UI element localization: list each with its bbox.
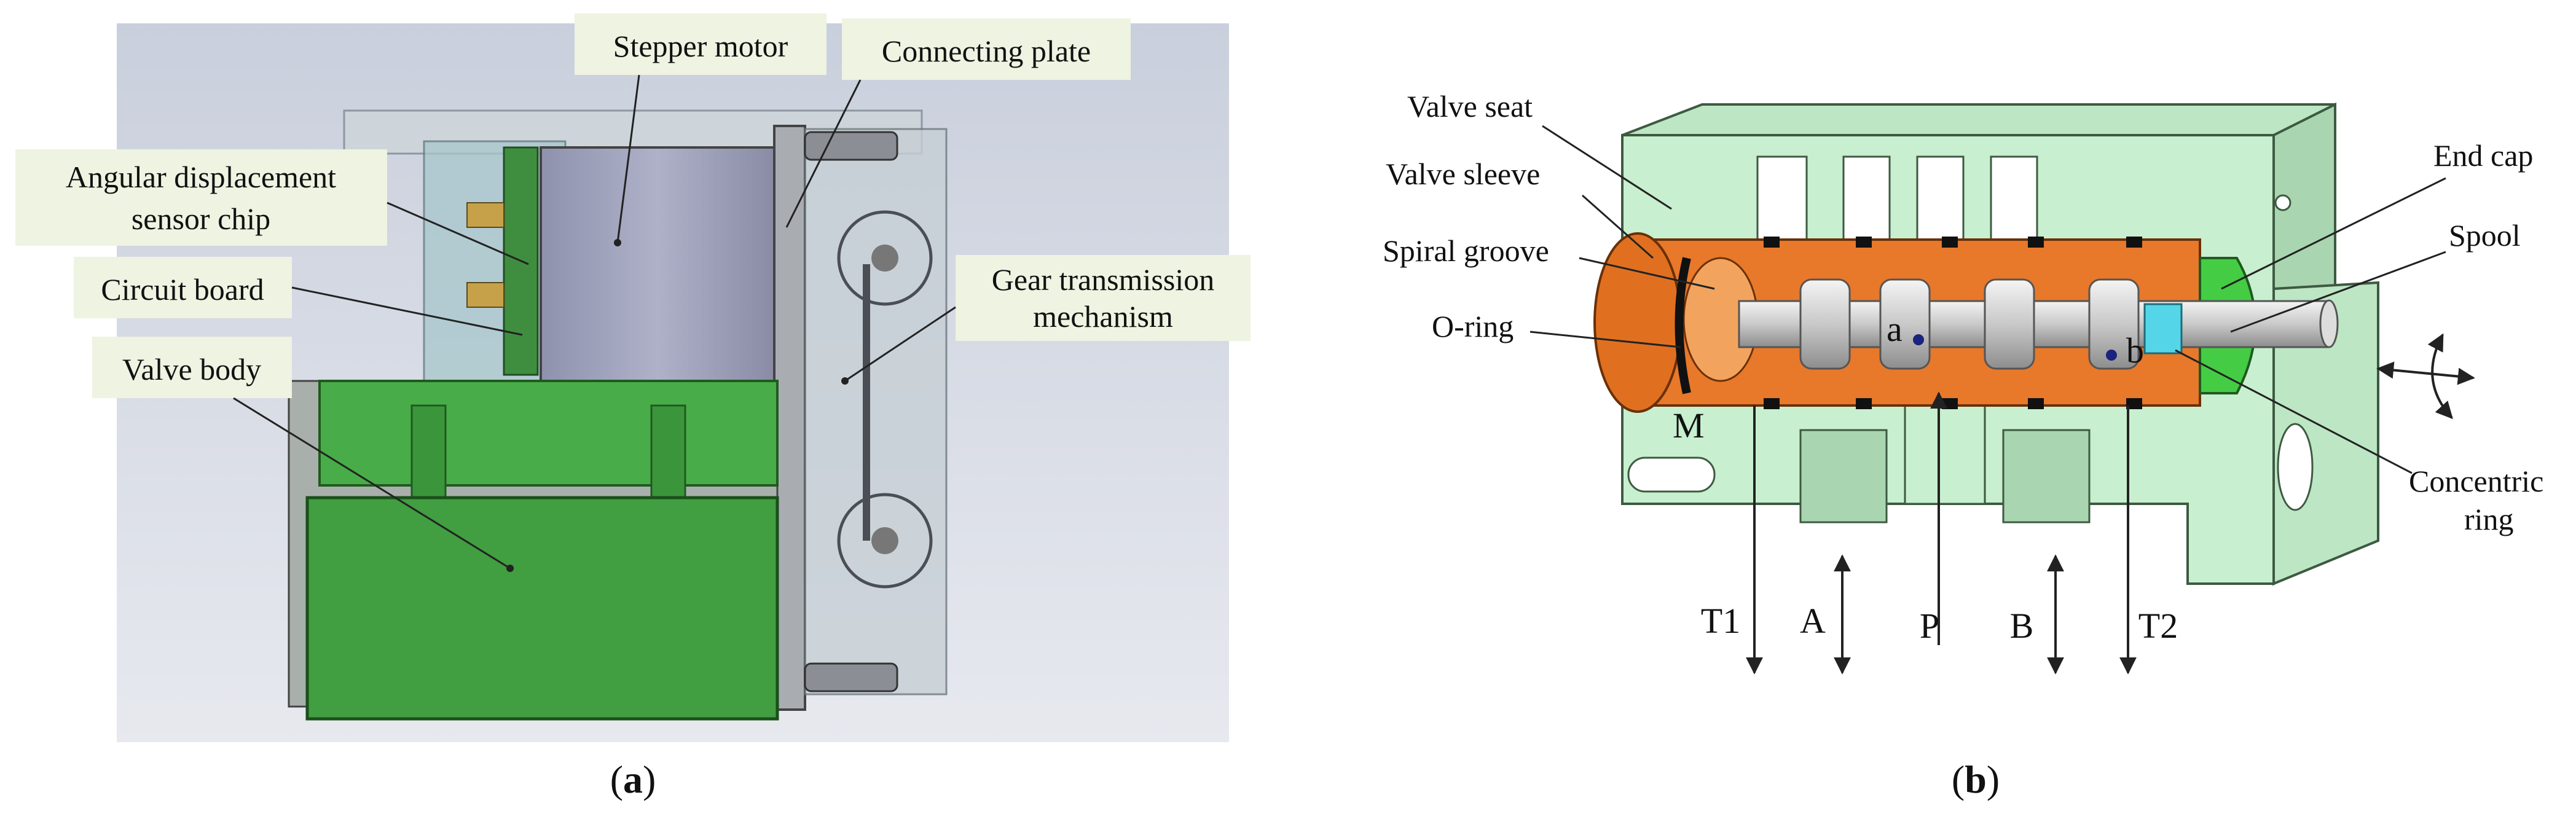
valve-sleeve-end bbox=[1593, 232, 1682, 413]
valve-seat-hole-2 bbox=[2277, 423, 2314, 511]
seat-window-3 bbox=[1916, 155, 1965, 244]
rotation-arrow bbox=[2427, 333, 2453, 420]
screw-top bbox=[804, 131, 898, 161]
gear-housing bbox=[804, 128, 948, 696]
label-circuit-board: Circuit board bbox=[74, 257, 292, 318]
channel-a bbox=[1799, 429, 1888, 523]
leader-gear-transmission bbox=[844, 306, 956, 382]
valve-seat-hole bbox=[2274, 194, 2291, 211]
point-b-label: b bbox=[2126, 331, 2144, 370]
gear-bottom-hub bbox=[871, 527, 898, 554]
o-ring-front bbox=[1675, 257, 1691, 394]
o-ring-7 bbox=[1856, 398, 1872, 409]
label-gear-line2: mechanism bbox=[1033, 299, 1173, 334]
port-label-a: A bbox=[1800, 601, 1826, 641]
label-spool: Spool bbox=[2449, 218, 2521, 253]
leader-connecting-plate bbox=[785, 79, 862, 228]
caption-a: (a) bbox=[610, 758, 656, 801]
leader-o-ring bbox=[1530, 331, 1681, 348]
concentric-ring-part bbox=[2143, 303, 2183, 355]
label-spiral-groove: Spiral groove bbox=[1383, 233, 1549, 268]
valve-body-part bbox=[305, 496, 779, 721]
o-ring-4 bbox=[2028, 237, 2044, 248]
gear-top bbox=[837, 210, 933, 306]
leader-circuit-board bbox=[291, 286, 523, 336]
label-o-ring: O-ring bbox=[1432, 309, 1514, 343]
valve-body-groove-2 bbox=[650, 404, 686, 505]
spool-land-3 bbox=[1984, 278, 2035, 370]
caption-b-letter: b bbox=[1965, 758, 1987, 801]
o-ring-9 bbox=[2028, 398, 2044, 409]
point-a-label: a bbox=[1887, 309, 1903, 349]
panel-a: Stepper motor Connecting plate Angular d… bbox=[15, 14, 1251, 801]
leader-concentric-ring bbox=[2175, 349, 2413, 474]
valve-body-top bbox=[318, 380, 779, 487]
point-b-marker bbox=[2106, 350, 2117, 361]
valve-body-groove-1 bbox=[410, 404, 447, 505]
stepper-motor-part bbox=[540, 146, 776, 388]
leader-spiral-groove bbox=[1579, 257, 1715, 290]
port-label-t1: T1 bbox=[1701, 601, 1740, 641]
label-angular-sensor-line2: sensor chip bbox=[132, 202, 270, 236]
o-ring-1 bbox=[1764, 237, 1780, 248]
o-ring-2 bbox=[1856, 237, 1872, 248]
label-connecting-plate: Connecting plate bbox=[842, 18, 1131, 80]
channel-b bbox=[2002, 429, 2091, 523]
label-end-cap: End cap bbox=[2433, 138, 2533, 173]
seat-window-2 bbox=[1842, 155, 1891, 244]
leader-valve-seat bbox=[1542, 125, 1672, 210]
spool-land-2 bbox=[1879, 278, 1931, 370]
label-stepper-motor-text: Stepper motor bbox=[613, 29, 788, 63]
port-label-p: P bbox=[1920, 606, 1939, 646]
seat-window-4 bbox=[1990, 155, 2038, 244]
sensor-chip-part-2 bbox=[466, 282, 505, 308]
o-ring-10 bbox=[2126, 398, 2142, 409]
port-label-b: B bbox=[2010, 606, 2034, 646]
label-gear-line1: Gear transmission bbox=[992, 262, 1214, 297]
seat-window-1 bbox=[1756, 155, 1808, 244]
screw-bottom bbox=[804, 662, 898, 692]
leader-angular-sensor bbox=[387, 202, 529, 265]
o-ring-5 bbox=[2126, 237, 2142, 248]
connecting-plate-part bbox=[773, 125, 806, 711]
label-angular-sensor-line1: Angular displacement bbox=[66, 160, 336, 194]
label-circuit-board-text: Circuit board bbox=[101, 272, 264, 307]
o-ring-3 bbox=[1942, 237, 1958, 248]
sensor-chip-part bbox=[466, 202, 505, 228]
spool-land-1 bbox=[1799, 278, 1851, 370]
point-a-marker bbox=[1913, 334, 1924, 345]
label-stepper-motor: Stepper motor bbox=[575, 14, 827, 75]
leader-stepper-motor bbox=[616, 74, 640, 243]
spool-land-4 bbox=[2088, 278, 2140, 370]
valve-seat-top bbox=[1622, 103, 2336, 136]
caption-a-letter: a bbox=[623, 758, 643, 801]
gear-top-hub bbox=[871, 245, 898, 272]
label-valve-seat: Valve seat bbox=[1407, 89, 1533, 123]
leader-end-cap bbox=[2221, 177, 2446, 290]
axial-arrow bbox=[2376, 361, 2475, 385]
leader-spool bbox=[2230, 251, 2446, 333]
port-label-t2: T2 bbox=[2138, 606, 2178, 646]
valve-seat-slot bbox=[1627, 457, 1716, 493]
spool-end bbox=[2319, 299, 2339, 348]
label-valve-body-text: Valve body bbox=[122, 352, 261, 386]
leader-valve-body bbox=[233, 397, 511, 570]
leader-valve-sleeve bbox=[1582, 194, 1654, 259]
label-concentric-line1: Concentric bbox=[2409, 464, 2543, 498]
gear-bottom bbox=[837, 493, 933, 589]
caption-b: (b) bbox=[1952, 758, 2000, 801]
label-angular-sensor: Angular displacement sensor chip bbox=[15, 149, 387, 246]
point-m-label: M bbox=[1673, 406, 1705, 445]
label-concentric-line2: ring bbox=[2464, 502, 2514, 536]
panel-b: a b M T1 A P B T2 Valve seat Valve sleev… bbox=[1383, 89, 2543, 801]
label-connecting-plate-text: Connecting plate bbox=[882, 34, 1091, 68]
label-gear-transmission: Gear transmission mechanism bbox=[956, 255, 1251, 341]
o-ring-6 bbox=[1764, 398, 1780, 409]
label-valve-body: Valve body bbox=[92, 337, 292, 398]
label-valve-sleeve: Valve sleeve bbox=[1386, 157, 1540, 191]
o-ring-8 bbox=[1942, 398, 1958, 409]
